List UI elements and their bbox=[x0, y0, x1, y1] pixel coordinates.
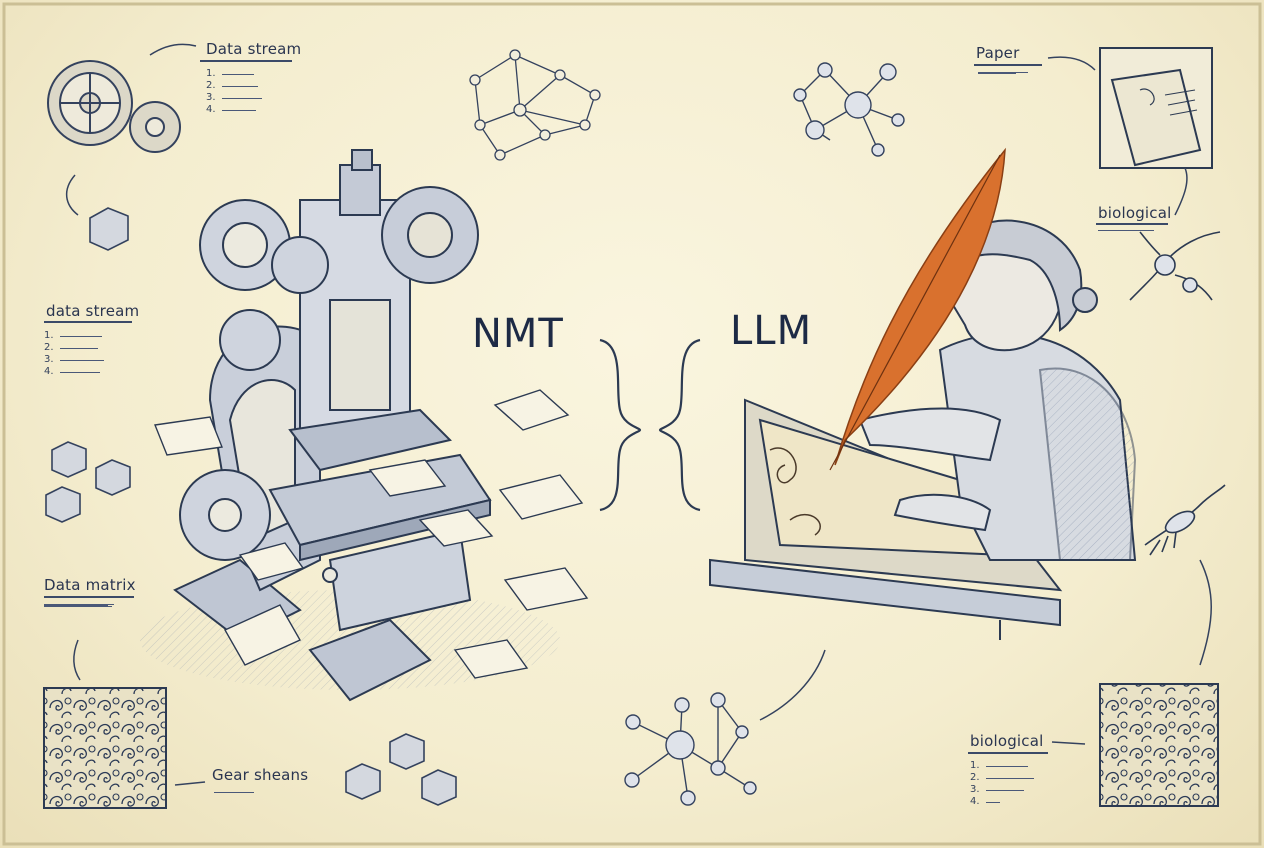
underline bbox=[200, 60, 292, 62]
paper-sheet-icon bbox=[154, 389, 589, 679]
label-gear-sheans: Gear sheans bbox=[212, 766, 309, 784]
list-mid-left: 1. 2. 3. 4. bbox=[44, 330, 104, 378]
bracket-icon bbox=[599, 338, 701, 512]
list-num: 3. bbox=[44, 354, 54, 365]
label-biological-bottom: biological bbox=[970, 732, 1044, 750]
cube-icon bbox=[45, 207, 457, 806]
llm-title: LLM bbox=[730, 308, 813, 354]
pattern-tile-icon bbox=[43, 683, 1219, 809]
list-bottom-right: 1. 2. 3. 4. bbox=[970, 760, 1034, 808]
molecule-icon bbox=[793, 62, 905, 157]
label-paper: Paper bbox=[976, 44, 1020, 62]
label-biological-top: biological bbox=[1098, 204, 1172, 222]
neuron-icon bbox=[1129, 231, 1226, 556]
molecule-icon bbox=[624, 692, 757, 806]
list-num: 2. bbox=[206, 80, 216, 91]
list-num: 3. bbox=[970, 784, 980, 795]
list-num: 4. bbox=[44, 366, 54, 377]
list-num: 2. bbox=[44, 342, 54, 353]
list-num: 4. bbox=[206, 104, 216, 115]
underline bbox=[974, 64, 1042, 66]
list-num: 2. bbox=[970, 772, 980, 783]
nmt-title: NMT bbox=[472, 311, 564, 357]
list-biological-top bbox=[1098, 230, 1154, 231]
underline bbox=[44, 321, 132, 323]
list-num: 4. bbox=[970, 796, 980, 807]
underline bbox=[1096, 223, 1168, 225]
underline bbox=[968, 752, 1048, 754]
gear-icon bbox=[47, 60, 181, 153]
underline bbox=[44, 596, 134, 598]
list-num: 3. bbox=[206, 92, 216, 103]
list-gear-sheans bbox=[214, 792, 254, 793]
paper-sheet-icon bbox=[1099, 47, 1213, 169]
label-data-matrix: Data matrix bbox=[44, 576, 136, 594]
list-paper bbox=[978, 72, 1028, 74]
list-num: 1. bbox=[970, 760, 980, 771]
label-data-stream-top: Data stream bbox=[206, 40, 302, 58]
list-top-left: 1. 2. 3. 4. bbox=[206, 68, 262, 116]
label-data-stream-mid: data stream bbox=[46, 302, 140, 320]
list-num: 1. bbox=[206, 68, 216, 79]
list-data-matrix bbox=[44, 604, 114, 607]
list-num: 1. bbox=[44, 330, 54, 341]
network-icon bbox=[469, 49, 601, 161]
quill-scribe-icon bbox=[709, 147, 1137, 640]
